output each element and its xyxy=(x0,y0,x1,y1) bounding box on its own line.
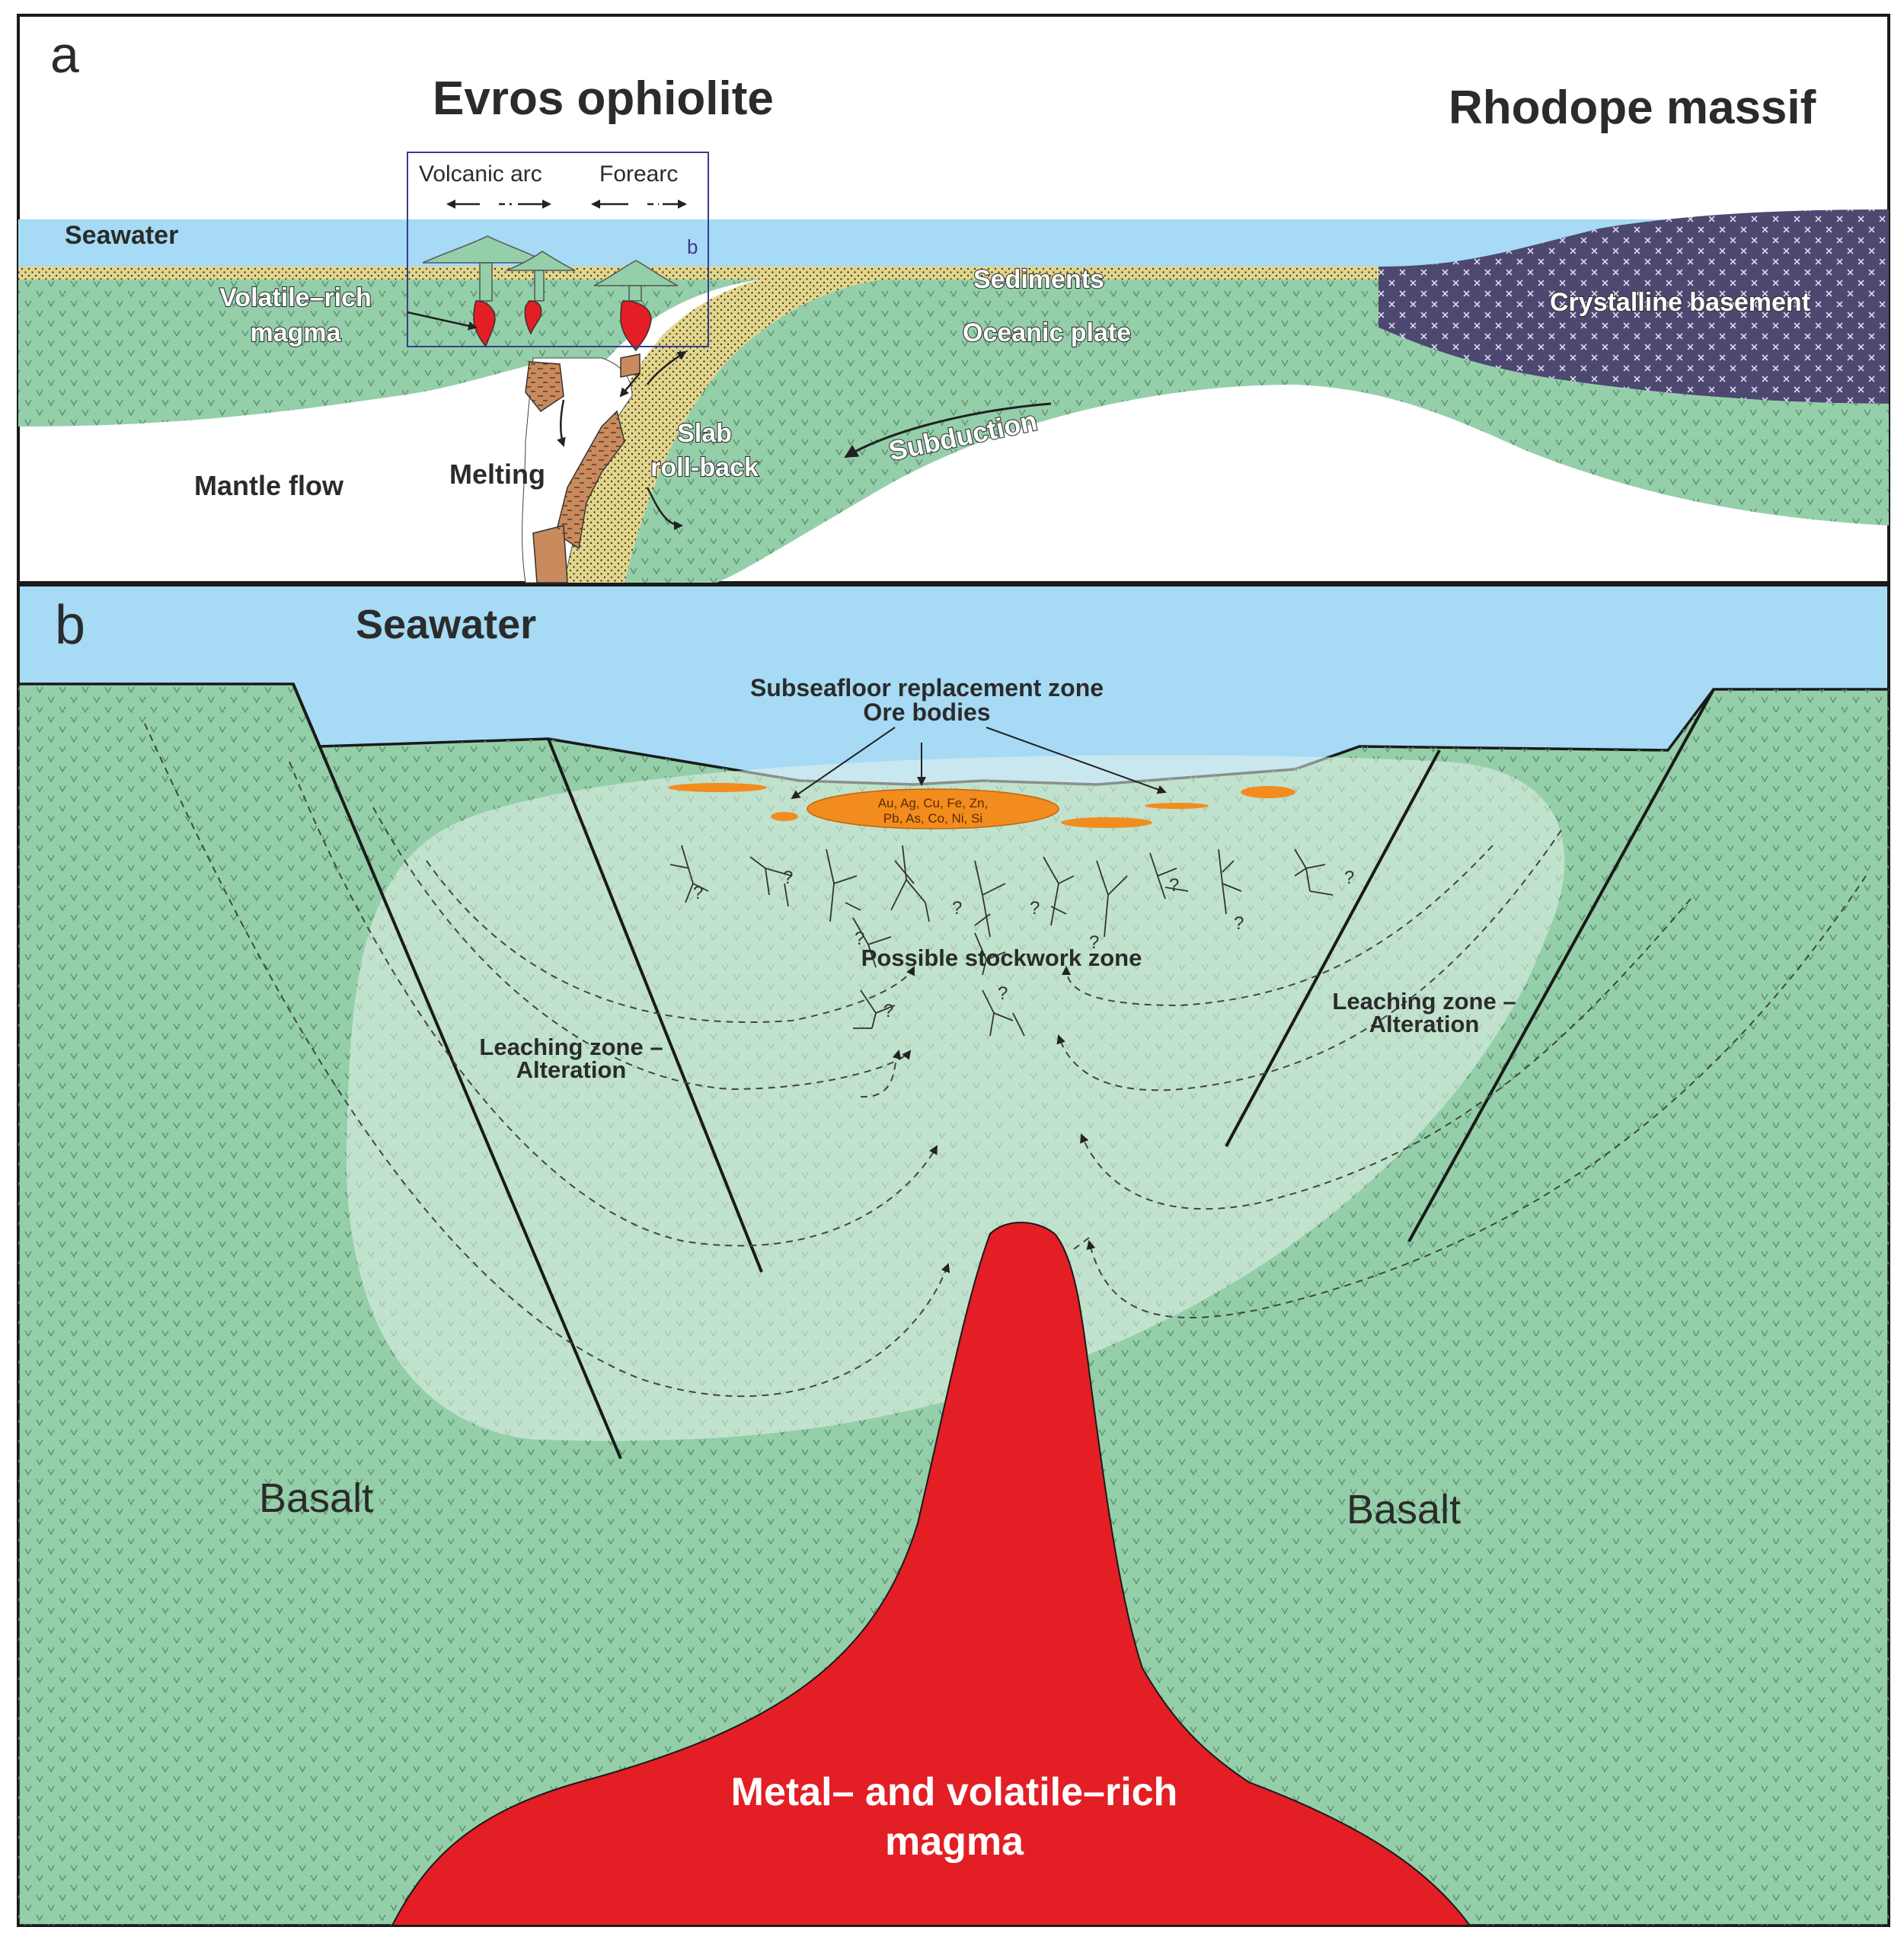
sediments-label: Sediments xyxy=(973,265,1104,294)
question-mark: ? xyxy=(855,928,864,949)
magma-intrusion xyxy=(391,1222,1471,1926)
leaching-zone-left-2: Alteration xyxy=(516,1056,627,1083)
leaching-zone-left-1: Leaching zone – xyxy=(479,1034,663,1060)
ore-bodies xyxy=(668,783,1295,829)
panel-b: ? ? ? ? ? ? ? ? ? ? ? Au, Ag, Cu, Fe, Zn… xyxy=(17,583,1890,1927)
crystalline-basement-label: Crystalline basement xyxy=(1550,288,1810,317)
question-marks: ? ? ? ? ? ? ? ? ? ? ? xyxy=(693,868,1354,1021)
main-ore-body xyxy=(807,788,1059,829)
inset-b-box xyxy=(407,152,709,347)
faults xyxy=(292,683,1715,1459)
fluid-flow-paths xyxy=(144,723,1867,1397)
leaching-zone-right-2: Alteration xyxy=(1369,1011,1480,1037)
basalt-label-left: Basalt xyxy=(259,1475,373,1521)
melting-label: Melting xyxy=(449,459,545,490)
ore-bodies-label: Ore bodies xyxy=(863,698,990,726)
leaching-zone-right-1: Leaching zone – xyxy=(1332,988,1516,1015)
magma-label-2: magma xyxy=(885,1820,1024,1864)
evros-ophiolite-title: Evros ophiolite xyxy=(433,72,774,125)
subduction-arrow xyxy=(844,402,1052,459)
volatile-rich-magma-label-1: Volatile–rich xyxy=(219,283,372,312)
seawater-label-b: Seawater xyxy=(356,602,536,647)
question-mark: ? xyxy=(1169,875,1179,896)
alteration-halo xyxy=(346,755,1565,1441)
basalt-label-right: Basalt xyxy=(1347,1487,1461,1532)
ore-elements-line-2: Pb, As, Co, Ni, Si xyxy=(883,811,982,826)
inset-b-letter: b xyxy=(687,235,698,258)
ore-body-pointer-arrows xyxy=(791,727,1167,800)
panel-a-letter: a xyxy=(50,26,79,84)
rhodope-massif-title: Rhodope massif xyxy=(1449,81,1816,134)
mantle-flow-label: Mantle flow xyxy=(194,470,344,501)
forearc-label: Forearc xyxy=(599,161,678,187)
magma-label-1: Metal– and volatile–rich xyxy=(731,1770,1178,1814)
volcanic-arc-label: Volcanic arc xyxy=(419,161,542,187)
question-mark: ? xyxy=(1344,868,1354,888)
stockwork-veins xyxy=(669,845,1334,1037)
slab-label-2: roll-back xyxy=(650,453,759,482)
volatile-rich-magma-label-2: magma xyxy=(250,318,341,347)
replacement-zone-label: Subseafloor replacement zone xyxy=(750,674,1104,701)
question-mark: ? xyxy=(1089,932,1099,953)
question-mark: ? xyxy=(952,898,962,919)
seawater-label-a: Seawater xyxy=(65,221,178,250)
question-mark: ? xyxy=(883,1001,893,1021)
ore-elements-line-1: Au, Ag, Cu, Fe, Zn, xyxy=(878,796,989,810)
volcanoes xyxy=(422,235,679,302)
stockwork-zone-label: Possible stockwork zone xyxy=(861,944,1142,971)
panel-b-letter: b xyxy=(55,595,85,656)
question-mark: ? xyxy=(693,883,703,903)
oceanic-plate-label: Oceanic plate xyxy=(963,318,1131,347)
question-mark: ? xyxy=(998,983,1008,1004)
panel-a: b a Evros ophiolite Rhodope massif Seawa… xyxy=(17,14,1890,584)
slab-label-1: Slab xyxy=(677,419,732,448)
question-mark: ? xyxy=(1030,898,1040,919)
question-mark: ? xyxy=(783,868,793,888)
question-mark: ? xyxy=(1234,913,1244,934)
